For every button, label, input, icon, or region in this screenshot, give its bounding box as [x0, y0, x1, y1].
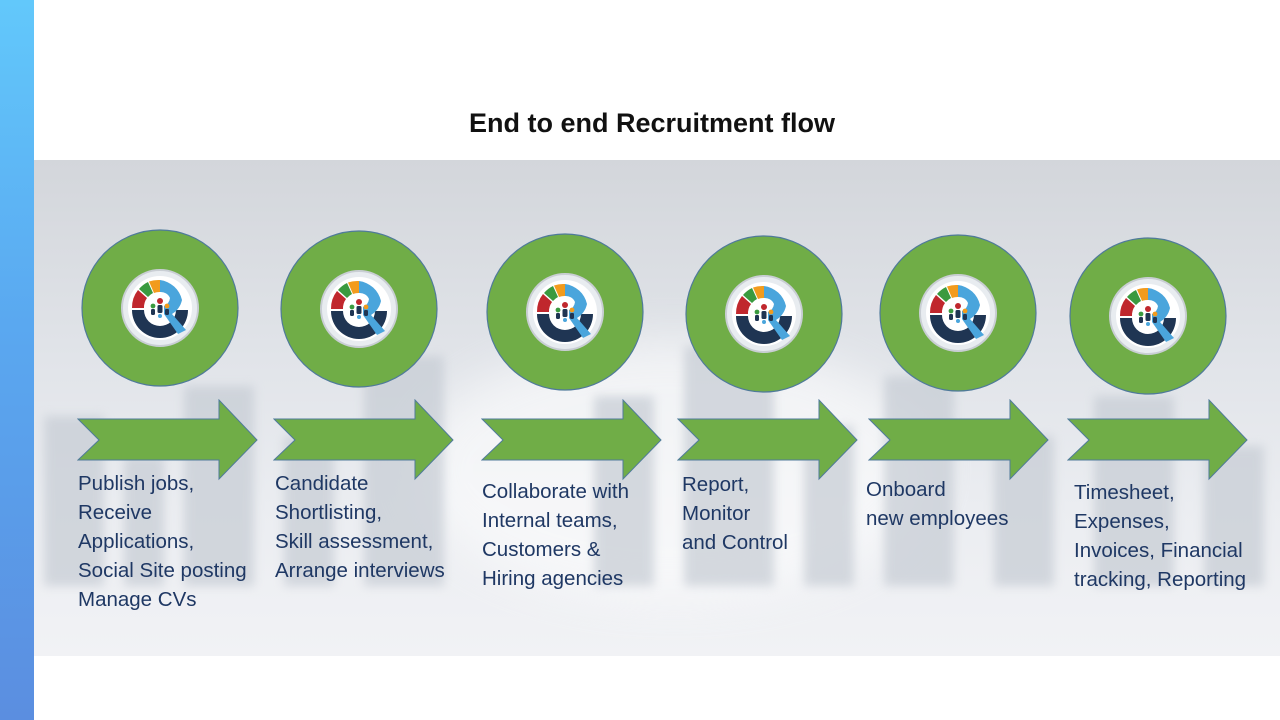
step-description-line: Timesheet, [1074, 481, 1175, 504]
flow-arrow-2 [273, 399, 454, 481]
step-description-line: Customers & [482, 538, 601, 561]
step-description-line: Manage CVs [78, 588, 197, 611]
step-description-line: Skill assessment, [275, 530, 434, 553]
step-circle [1068, 236, 1228, 396]
step-description-line: Invoices, Financial [1074, 539, 1243, 562]
step-circle [878, 233, 1038, 393]
step-description-line: Receive [78, 501, 153, 524]
step-description: Report, Monitor and Control [682, 470, 788, 557]
step-description-line: Expenses, [1074, 510, 1170, 533]
recruitment-logo-icon [1108, 276, 1188, 356]
step-circle [485, 232, 645, 392]
recruitment-logo-icon [918, 273, 998, 353]
flow-arrow-6 [1067, 399, 1248, 481]
flow-arrow-3 [481, 399, 662, 481]
step-description: Onboard new employees [866, 475, 1008, 533]
recruitment-logo-icon [319, 269, 399, 349]
step-description-line: Internal teams, [482, 509, 618, 532]
flow-arrow-5 [868, 399, 1049, 481]
step-description-line: Arrange interviews [275, 559, 445, 582]
step-description-line: Hiring agencies [482, 567, 624, 590]
step-description-line: and Control [682, 531, 788, 554]
step-description-line: tracking, Reporting [1074, 568, 1247, 591]
step-description-line: new employees [866, 507, 1009, 530]
flow-arrow-4 [677, 399, 858, 481]
step-circle [80, 228, 240, 388]
step-description-line: Candidate [275, 472, 369, 495]
side-accent-bar [0, 0, 34, 720]
step-circle [279, 229, 439, 389]
step-description-line: Social Site posting [78, 559, 247, 582]
flow-arrow-1 [77, 399, 258, 481]
step-description-line: Report, [682, 473, 750, 496]
step-circle [684, 234, 844, 394]
recruitment-logo-icon [525, 272, 605, 352]
step-description-line: Applications, [78, 530, 195, 553]
step-description: Timesheet, Expenses, Invoices, Financial tr… [1074, 478, 1246, 594]
background-band [34, 160, 1280, 656]
step-description-line: Monitor [682, 502, 751, 525]
slide-title: End to end Recruitment flow [468, 108, 835, 138]
step-description-line: Publish jobs, [78, 472, 195, 495]
recruitment-logo-icon [120, 268, 200, 348]
step-description-line: Collaborate with [482, 480, 629, 503]
step-description-line: Onboard [866, 478, 946, 501]
step-description-line: Shortlisting, [275, 501, 383, 524]
recruitment-logo-icon [724, 274, 804, 354]
